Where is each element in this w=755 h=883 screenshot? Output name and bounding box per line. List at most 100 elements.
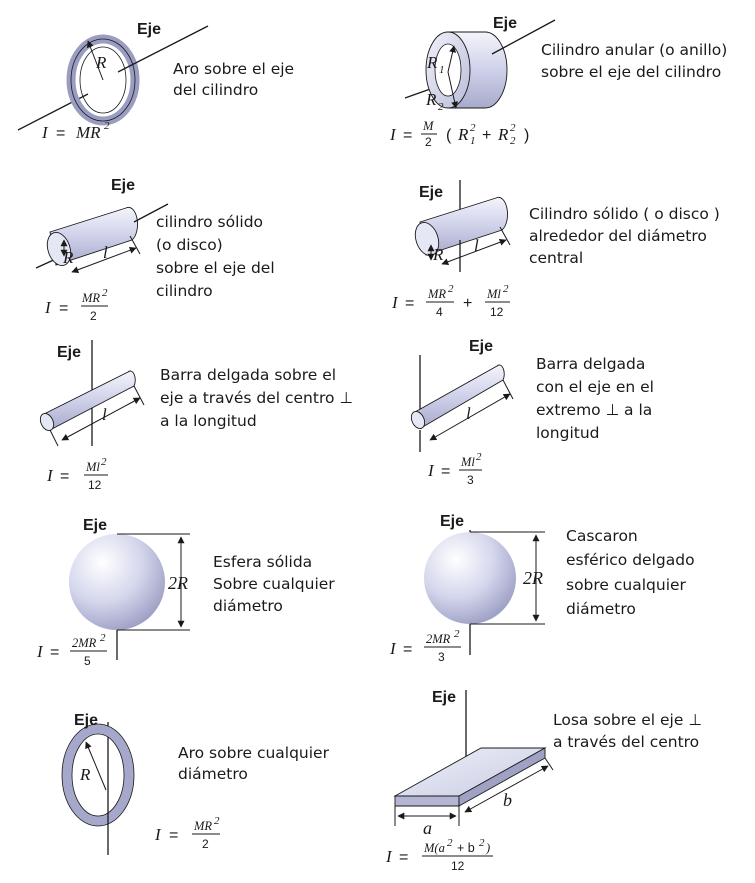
svg-text:M: M	[422, 119, 434, 133]
description-line: Aro sobre el eje	[173, 60, 294, 78]
svg-text:I: I	[391, 293, 399, 312]
rod-body	[43, 370, 136, 431]
svg-text:R: R	[497, 125, 509, 144]
svg-text:1: 1	[470, 135, 476, 147]
svg-text:2: 2	[101, 456, 107, 468]
svg-text:+: +	[482, 127, 491, 144]
outer-radius-arrow	[447, 71, 459, 109]
svg-text:I: I	[427, 461, 435, 480]
svg-text:MR: MR	[75, 123, 101, 142]
solid-sphere-body	[69, 534, 165, 630]
svg-text:MR: MR	[193, 819, 212, 833]
axis-label: Eje	[137, 21, 161, 38]
axis-line	[117, 25, 209, 73]
formula: I = MR 2 4 + Ml 2 12	[391, 283, 510, 319]
axis-label: Eje	[83, 517, 107, 534]
svg-text:4: 4	[436, 305, 443, 319]
svg-text:R: R	[457, 125, 469, 144]
svg-text:2: 2	[100, 632, 106, 644]
radius-arrow	[85, 741, 107, 791]
svg-text:=: =	[405, 295, 414, 312]
description-line: eje a través del centro ⊥	[160, 389, 353, 407]
length-label: l	[102, 405, 107, 424]
description-line: sobre cualquier	[566, 576, 687, 594]
svg-text:1: 1	[439, 64, 445, 76]
diameter-label: 2R	[168, 573, 188, 593]
panel-thin-rod-center: l Eje Barra delgada sobre el eje a travé…	[39, 340, 353, 492]
description-line: del cilindro	[173, 81, 258, 99]
axis-label: Eje	[469, 338, 493, 355]
diameter-label: 2R	[523, 568, 543, 588]
description-line: diámetro	[178, 765, 248, 783]
description-line: Barra delgada	[536, 355, 645, 373]
description-line: (o disco)	[156, 236, 223, 254]
description-line: longitud	[536, 424, 600, 442]
svg-text:MR: MR	[81, 291, 100, 305]
svg-text:=: =	[403, 641, 412, 658]
description-line: con el eje en el	[536, 378, 654, 396]
hoop-ring	[62, 724, 134, 826]
svg-text:2: 2	[202, 837, 209, 851]
description-line: sobre el eje del cilindro	[541, 63, 721, 81]
svg-text:R: R	[432, 245, 444, 264]
svg-text:=: =	[441, 463, 450, 480]
svg-text:Ml: Ml	[486, 287, 501, 301]
formula: I = Ml 2 12	[46, 456, 108, 492]
panel-hoop-diameter: R Eje Aro sobre cualquier diámetro I = M…	[61, 712, 330, 855]
svg-text:I: I	[44, 298, 52, 317]
svg-text:Ml: Ml	[85, 460, 100, 474]
panel-solid-cylinder-diameter: R l Eje Cilindro sólido ( o disco ) alre…	[391, 180, 720, 319]
svg-text:2MR: 2MR	[426, 632, 451, 646]
svg-text:I: I	[36, 642, 44, 661]
description-line: extremo ⊥ a la	[536, 401, 652, 419]
svg-text:+ b: + b	[457, 841, 475, 855]
svg-text:12: 12	[451, 859, 465, 873]
length-label: l	[466, 404, 471, 423]
svg-text:12: 12	[88, 478, 102, 492]
description-line: Sobre cualquier	[213, 575, 335, 593]
description-line: esférico delgado	[566, 551, 695, 569]
svg-text:Ml: Ml	[460, 455, 475, 469]
svg-text:=: =	[60, 468, 69, 485]
radius-arrow	[86, 40, 104, 81]
length-arrow	[464, 765, 549, 813]
svg-text:=: =	[59, 300, 68, 317]
description-line: central	[529, 249, 583, 267]
formula: I = 2MR 2 5	[36, 632, 107, 668]
description-line: Barra delgada sobre el	[160, 366, 336, 384]
axis-line	[133, 203, 169, 223]
svg-text:+: +	[463, 295, 472, 312]
description-line: Esfera sólida	[213, 553, 312, 571]
axis-label: Eje	[74, 712, 98, 729]
length-label: b	[503, 790, 512, 810]
svg-text:I: I	[154, 825, 162, 844]
svg-text:=: =	[169, 827, 178, 844]
rod-body	[414, 364, 505, 429]
panel-solid-cylinder-axis: R l Eje cilindro sólido (o disco) sobre …	[35, 177, 275, 323]
panel-thin-rod-end: l Eje Barra delgada con el eje en el ext…	[410, 338, 654, 487]
svg-text:I: I	[389, 125, 397, 144]
description-line: a la longitud	[160, 412, 257, 430]
svg-text:2: 2	[104, 120, 110, 132]
svg-text:3: 3	[438, 650, 445, 664]
axis-line	[491, 19, 556, 55]
radius-label: R	[79, 765, 91, 784]
svg-text:=: =	[399, 849, 408, 866]
formula: I = M 2 ( R 2 1 + R 2 2 )	[389, 119, 529, 149]
description-line: alrededor del diámetro	[529, 227, 707, 245]
panel-solid-sphere: 2R Eje Esfera sólida Sobre cualquier diá…	[36, 517, 335, 668]
panel-thin-spherical-shell: 2R Eje Cascaron esférico delgado sobre c…	[389, 513, 695, 664]
axis-label: Eje	[440, 513, 464, 530]
svg-text:3: 3	[467, 473, 474, 487]
formula: I = MR 2 2	[44, 287, 108, 323]
formula: I = Ml 2 3	[427, 451, 482, 487]
length-label: l	[103, 243, 108, 262]
description-line: diámetro	[566, 600, 636, 618]
svg-text:I: I	[389, 639, 397, 658]
description-line: Cilindro sólido ( o disco )	[529, 205, 720, 223]
description-line: Cilindro anular (o anillo)	[541, 41, 727, 59]
svg-text:): )	[485, 841, 490, 855]
axis-label: Eje	[493, 15, 517, 32]
svg-text:2: 2	[447, 837, 453, 849]
svg-text:2: 2	[438, 101, 444, 113]
